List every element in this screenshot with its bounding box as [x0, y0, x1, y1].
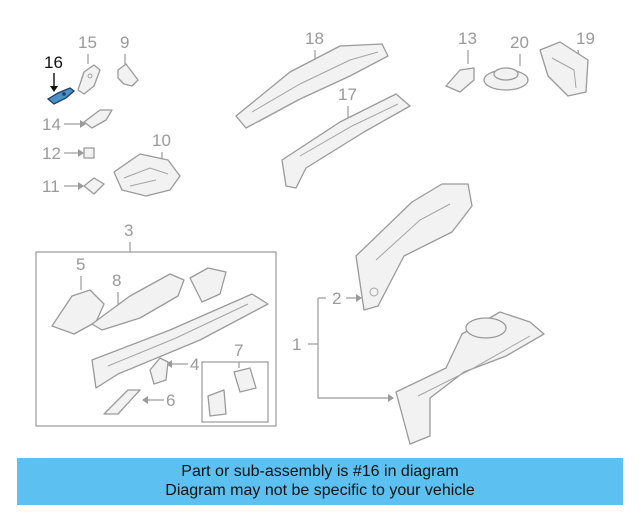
part-19[interactable]: 19 [539, 29, 595, 97]
callout-9: 9 [120, 33, 129, 52]
callout-1: 1 [292, 335, 301, 354]
part-16[interactable]: 16 [44, 53, 76, 105]
callout-10: 10 [152, 131, 171, 150]
callout-11: 11 [42, 177, 60, 196]
callout-16: 16 [44, 53, 63, 72]
callout-4: 4 [190, 355, 199, 374]
banner-line-1: Part or sub-assembly is #16 in diagram [181, 463, 459, 480]
callout-6: 6 [166, 391, 175, 410]
callout-13: 13 [458, 29, 477, 48]
part-8[interactable]: 8 [91, 271, 185, 331]
info-banner: Part or sub-assembly is #16 in diagram D… [17, 458, 623, 505]
callout-7: 7 [234, 341, 243, 360]
part-13[interactable]: 13 [445, 29, 477, 93]
part-12[interactable]: 12 [42, 144, 95, 163]
part-3-upper-bracket[interactable] [189, 267, 227, 303]
part-4[interactable]: 4 [149, 355, 199, 385]
callout-12: 12 [42, 144, 61, 163]
callout-18: 18 [305, 29, 324, 48]
part-15[interactable]: 15 [77, 33, 101, 95]
callout-8: 8 [112, 271, 121, 290]
parts-diagram: 16 15 9 14 12 11 10 [35, 29, 595, 445]
part-7[interactable]: 7 [201, 341, 269, 423]
part-18[interactable]: 18 [235, 29, 389, 129]
callout-14: 14 [42, 115, 61, 134]
callout-19: 19 [576, 29, 595, 48]
part-17[interactable]: 17 [281, 85, 411, 189]
banner-line-2: Diagram may not be specific to your vehi… [165, 482, 475, 499]
part-2[interactable]: 2 [332, 183, 473, 311]
part-1[interactable]: 1 [292, 297, 545, 445]
bracket-16-shape [46, 87, 76, 105]
part-3-group[interactable]: 3 [35, 221, 277, 427]
part-6[interactable]: 6 [103, 389, 175, 415]
callout-15: 15 [78, 33, 97, 52]
part-3-member[interactable] [91, 293, 269, 389]
callout-5: 5 [76, 255, 85, 274]
callout-3: 3 [124, 221, 133, 240]
part-14[interactable]: 14 [42, 109, 113, 134]
part-5[interactable]: 5 [51, 255, 105, 335]
callout-2: 2 [332, 289, 341, 308]
part-20[interactable]: 20 [483, 33, 529, 91]
part-11[interactable]: 11 [42, 177, 105, 196]
part-10[interactable]: 10 [113, 131, 181, 197]
callout-17: 17 [338, 85, 357, 104]
callout-20: 20 [510, 33, 529, 52]
part-9[interactable]: 9 [117, 33, 139, 87]
